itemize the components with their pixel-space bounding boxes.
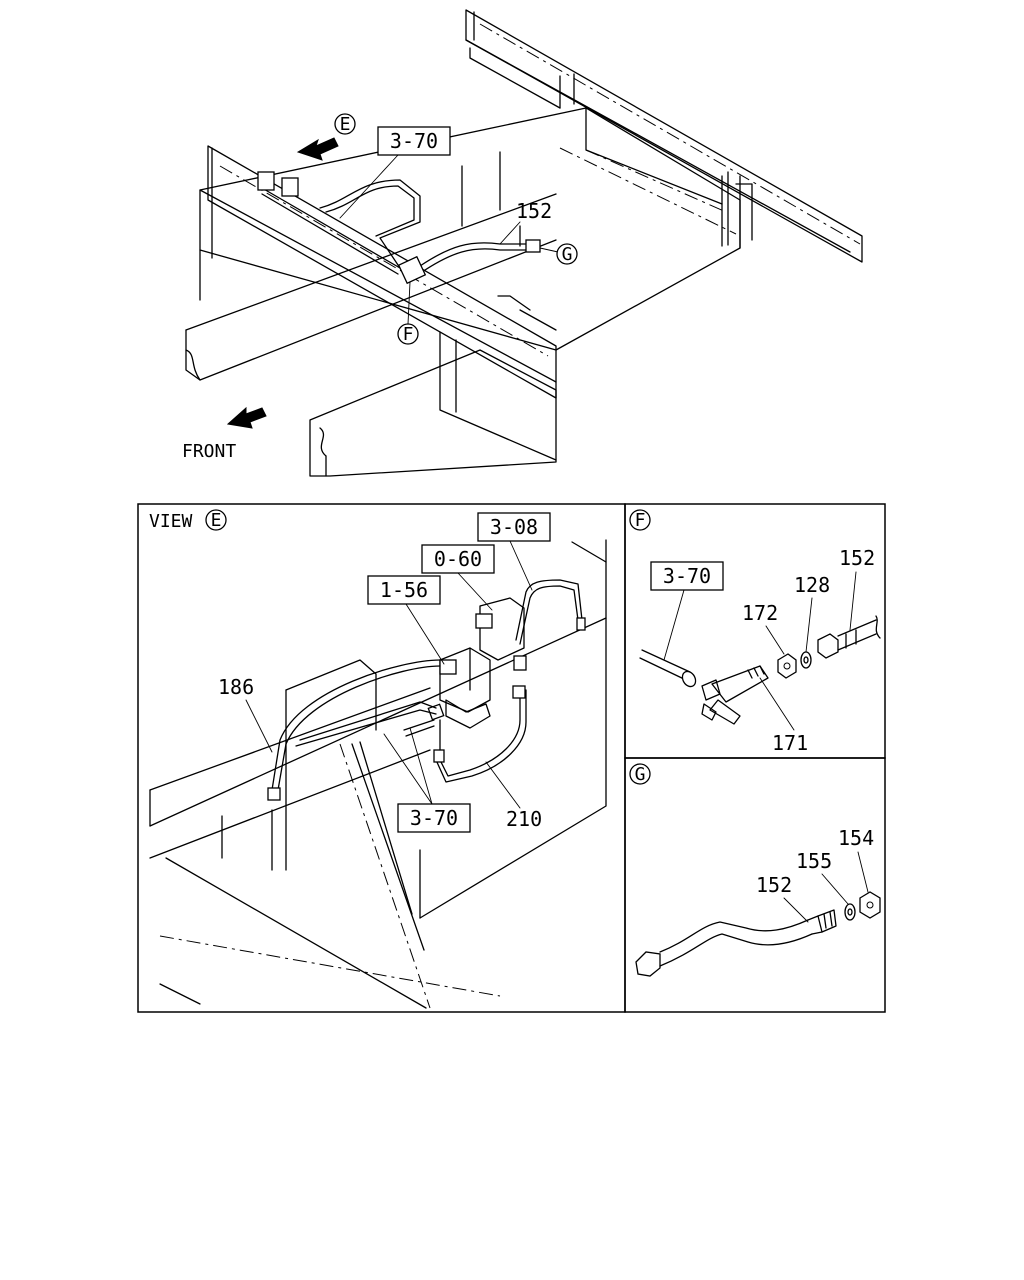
svg-text:152: 152 [839, 546, 875, 570]
label-3-70-view-e: 3-70 [383, 727, 471, 833]
pipe-run-3-70 [257, 171, 421, 275]
label-3-08: 3-08 [477, 512, 551, 591]
cross-member [199, 107, 753, 351]
svg-text:3-70: 3-70 [663, 564, 711, 588]
svg-text:G: G [635, 764, 646, 785]
label-155: 155 [796, 849, 849, 905]
svg-text:E: E [211, 510, 222, 531]
label-1-56: 1-56 [367, 575, 445, 665]
side-rail-right [465, 9, 863, 263]
svg-text:0-60: 0-60 [434, 547, 482, 571]
nut-154 [859, 891, 881, 919]
svg-text:F: F [403, 324, 414, 345]
washer-155 [844, 903, 856, 921]
view-e-drawing: VIEW E [149, 509, 607, 1009]
label-210: 210 [485, 761, 542, 831]
nut-172 [777, 653, 797, 679]
pipe-end-icon [433, 749, 445, 763]
washer-128 [800, 651, 812, 669]
detail-g-drawing: G 154 155 152 [629, 763, 881, 977]
svg-text:186: 186 [218, 675, 254, 699]
label-172: 172 [742, 601, 785, 655]
hose-152-overview [397, 225, 541, 285]
label-3-70-overview: 3-70 [339, 126, 451, 219]
label-186: 186 [218, 675, 273, 753]
svg-text:E: E [340, 114, 351, 135]
clamp-icon [281, 177, 299, 197]
svg-text:F: F [635, 510, 646, 531]
tee-fitting-171 [701, 665, 769, 725]
svg-text:G: G [562, 244, 573, 265]
svg-text:3-08: 3-08 [490, 515, 538, 539]
ref-f-marker: F [397, 281, 419, 345]
label-3-70-detail-f: 3-70 [650, 561, 724, 661]
hose-152-detail-f [817, 615, 881, 659]
frame-rail-lower [309, 331, 557, 477]
label-152-overview: 152 [499, 199, 552, 245]
svg-text:128: 128 [794, 573, 830, 597]
svg-text:152: 152 [516, 199, 552, 223]
detail-f-panel [624, 503, 886, 759]
label-152-detail-f: 152 [839, 546, 875, 631]
pipe-end-icon [267, 787, 281, 801]
pipe-3-70-detail [639, 649, 697, 688]
svg-text:VIEW: VIEW [149, 511, 193, 532]
arrow-front-icon [226, 406, 267, 429]
svg-text:1-56: 1-56 [380, 578, 428, 602]
svg-text:210: 210 [506, 807, 542, 831]
ref-g-marker: G [539, 243, 578, 265]
arrow-view-e-icon [296, 137, 339, 161]
clamp-icon [257, 171, 275, 191]
pipe-end-icon [576, 617, 586, 631]
label-128: 128 [794, 573, 830, 653]
label-154: 154 [838, 826, 874, 893]
hose-152-detail-g [635, 909, 837, 977]
svg-text:3-70: 3-70 [410, 806, 458, 830]
tee-fitting-icon [397, 255, 427, 285]
front-label: FRONT [182, 441, 236, 462]
ref-e-marker: E [334, 113, 356, 135]
svg-text:154: 154 [838, 826, 874, 850]
detail-g-panel [624, 757, 886, 1013]
detail-f-title: F [629, 509, 651, 531]
detail-f-drawing: F [629, 509, 881, 755]
hose-fitting-icon [525, 239, 541, 253]
pipe-end-icon [512, 685, 526, 699]
label-0-60: 0-60 [421, 544, 495, 611]
relay-valve [427, 597, 527, 729]
svg-text:171: 171 [772, 731, 808, 755]
label-152-detail-g: 152 [756, 873, 809, 923]
detail-g-title: G [629, 763, 651, 785]
svg-text:172: 172 [742, 601, 778, 625]
svg-text:155: 155 [796, 849, 832, 873]
view-e-title: VIEW E [149, 509, 227, 532]
chassis-overview: E G F 3-70 152 FRONT [182, 9, 863, 477]
label-171: 171 [759, 677, 808, 755]
svg-text:152: 152 [756, 873, 792, 897]
svg-text:3-70: 3-70 [390, 129, 438, 153]
